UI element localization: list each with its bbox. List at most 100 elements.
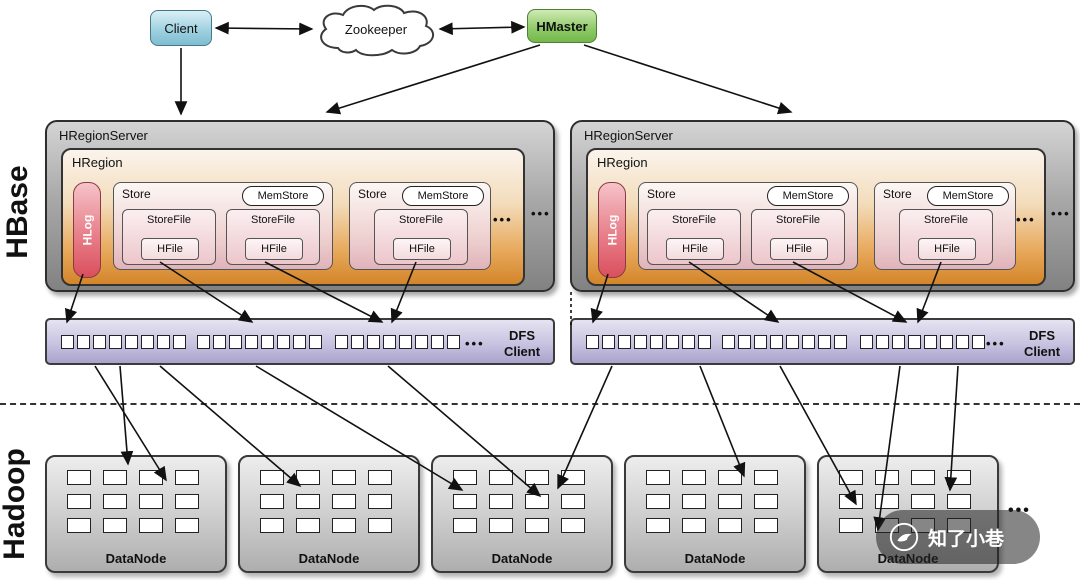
block-square [646,494,670,509]
block-square [296,470,320,485]
block-square [786,335,799,349]
dfs-label-line2: Client [1023,344,1061,360]
block-square [109,335,122,349]
datanode-label: DataNode [298,551,360,566]
block-square [175,494,199,509]
storefile-1: StoreFile HFile [647,209,741,265]
block-square [141,335,154,349]
block-square [876,335,889,349]
dfs-label-line1: DFS [509,328,535,343]
store-1: Store MemStore StoreFile HFile StoreFile… [113,182,333,270]
block-square [368,518,392,533]
store-label: Store [883,187,912,201]
hmaster-label: HMaster [536,18,588,34]
dfs-client-label: DFS Client [1013,328,1071,361]
store-label: Store [358,187,387,201]
block-square [296,494,320,509]
dfs-client-1: ••• DFS Client [45,318,555,365]
datanode-4: DataNode [624,455,806,573]
block-square [67,518,91,533]
datanode-label: DataNode [105,551,167,566]
storefile-label: StoreFile [250,214,296,226]
ellipsis: ••• [986,336,1006,351]
ellipsis: ••• [531,206,551,221]
block-square [103,518,127,533]
storefile: StoreFile HFile [374,209,468,265]
block-square [61,335,74,349]
dfs-block-group [61,335,186,349]
hlog-label: HLog [605,214,619,246]
storefile-label: StoreFile [775,214,821,226]
block-square [368,494,392,509]
block-square [718,494,742,509]
hfile: HFile [666,238,724,260]
block-square [602,335,615,349]
storefile-2: StoreFile HFile [751,209,845,265]
memstore-label: MemStore [417,190,469,202]
block-square [453,494,477,509]
block-square [834,335,847,349]
block-square [525,494,549,509]
hregion: HRegion HLog Store MemStore StoreFile HF… [586,148,1046,286]
block-square [947,494,971,509]
dfs-block-group [860,335,985,349]
block-square [646,470,670,485]
store-2: Store MemStore StoreFile HFile [349,182,491,270]
block-square [293,335,306,349]
section-label-hadoop: Hadoop [0,448,31,560]
memstore: MemStore [402,186,484,206]
block-square [431,335,444,349]
block-square [213,335,226,349]
block-square [802,335,815,349]
store-1: Store MemStore StoreFile HFile StoreFile… [638,182,858,270]
storefile-label: StoreFile [671,214,717,226]
memstore-label: MemStore [782,190,834,202]
block-square [139,494,163,509]
hregionserver-label: HRegionServer [584,128,673,143]
ellipsis: ••• [465,336,485,351]
datanode-1: DataNode [45,455,227,573]
hfile-label: HFile [786,243,812,255]
block-square [332,470,356,485]
block-square [309,335,322,349]
block-square [940,335,953,349]
block-square [682,470,706,485]
block-square [947,470,971,485]
dfs-label-line2: Client [503,344,541,360]
hregion: HRegion HLog Store MemStore StoreFile HF… [61,148,525,286]
block-square [125,335,138,349]
block-square [489,518,513,533]
block-square [157,335,170,349]
dfs-client-label: DFS Client [493,328,551,361]
block-square [738,335,751,349]
block-square [399,335,412,349]
hregionserver-1: HRegionServer HRegion HLog Store MemStor… [45,120,555,292]
dfs-block-group [197,335,322,349]
block-square [173,335,186,349]
block-square [351,335,364,349]
block-square [489,494,513,509]
watermark-badge: 知了小巷 [876,510,1040,564]
block-square [525,518,549,533]
block-square [818,335,831,349]
block-square [634,335,647,349]
hfile: HFile [918,238,976,260]
block-square [175,470,199,485]
block-square [682,335,695,349]
dfs-block-group [335,335,460,349]
watermark-text: 知了小巷 [928,528,1005,550]
block-square [911,470,935,485]
block-square [103,494,127,509]
block-square [447,335,460,349]
block-square [839,518,863,533]
block-square [561,494,585,509]
block-square [839,494,863,509]
block-square [245,335,258,349]
block-square [368,470,392,485]
block-square [754,494,778,509]
datanode-label: DataNode [491,551,553,566]
memstore-label: MemStore [942,190,994,202]
store-label: Store [647,187,676,201]
ellipsis: ••• [1051,206,1071,221]
